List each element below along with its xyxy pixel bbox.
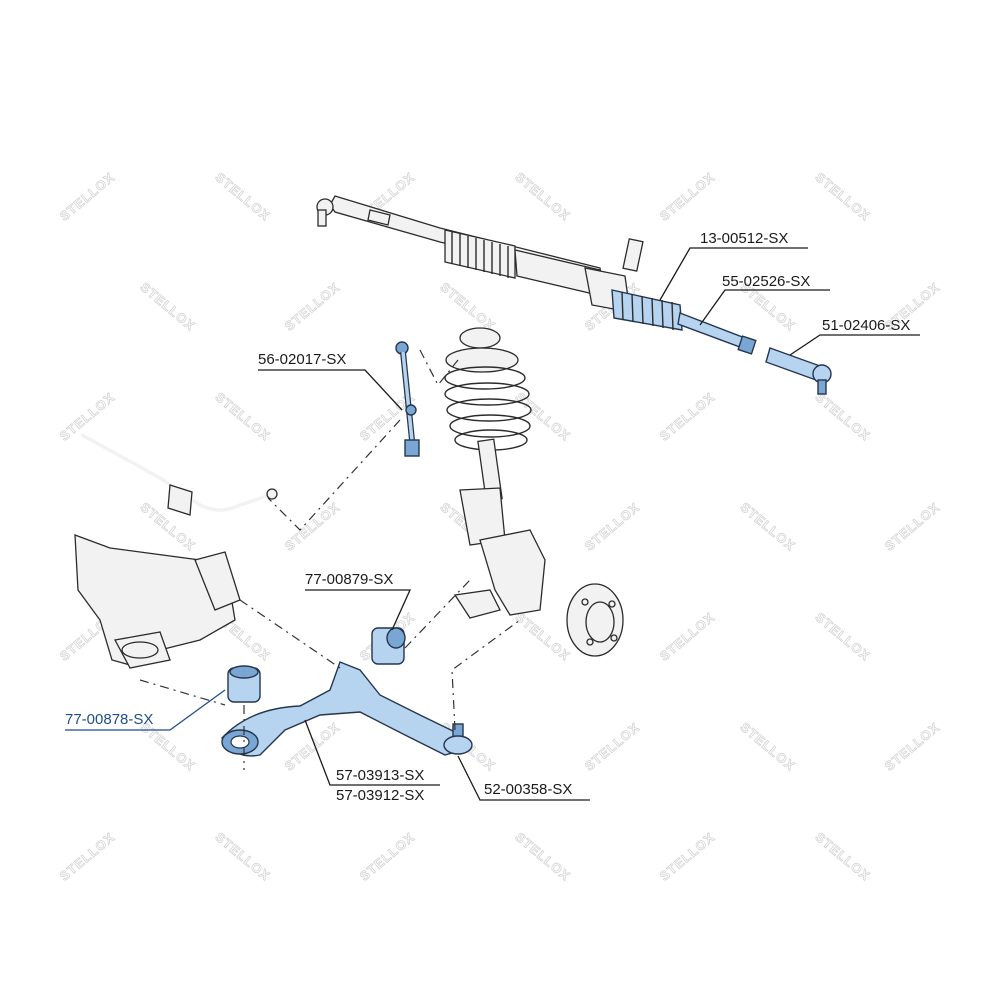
- callout-rear-bushing: 77-00879-SX: [305, 571, 393, 588]
- callout-outer-tie-rod-end: 51-02406-SX: [822, 317, 910, 334]
- tie-rod-boot: [611, 289, 683, 331]
- watermark-text: STELLOX: [212, 829, 273, 884]
- watermark-text: STELLOX: [137, 279, 198, 334]
- callout-inner-tie-rod: 55-02526-SX: [722, 273, 810, 290]
- watermark-text: STELLOX: [57, 829, 118, 884]
- watermark-text: STELLOX: [737, 499, 798, 554]
- assembly-lines: [139, 349, 521, 770]
- watermark-text: STELLOX: [582, 719, 643, 774]
- watermark-text: STELLOX: [657, 169, 718, 224]
- front-bushing: [227, 665, 261, 703]
- callout-control-arm-a: 57-03913-SX: [336, 767, 424, 784]
- callout-steering-rack: 13-00512-SX: [700, 230, 788, 247]
- callout-control-arm-b: 57-03912-SX: [336, 787, 424, 804]
- watermark-text: STELLOX: [212, 389, 273, 444]
- outer-tie-rod-end: [765, 347, 832, 395]
- subframe: [74, 534, 241, 669]
- watermark-text: STELLOX: [582, 499, 643, 554]
- rear-bushing: [371, 627, 406, 665]
- inner-tie-rod: [677, 312, 757, 355]
- watermark-text: STELLOX: [812, 829, 873, 884]
- callout-leaders: [65, 247, 920, 801]
- callout-ball-joint: 52-00358-SX: [484, 781, 572, 798]
- watermark-text: STELLOX: [882, 499, 943, 554]
- watermark-text: STELLOX: [812, 169, 873, 224]
- watermark-text: STELLOX: [812, 389, 873, 444]
- watermark-text: STELLOX: [357, 829, 418, 884]
- watermark-text: STELLOX: [57, 169, 118, 224]
- strut-assembly: [444, 327, 532, 546]
- watermark-text: STELLOX: [512, 169, 573, 224]
- stabilizer-bar: [81, 433, 278, 516]
- watermark-text: STELLOX: [737, 719, 798, 774]
- watermark-text: STELLOX: [657, 389, 718, 444]
- watermark-text: STELLOX: [657, 829, 718, 884]
- watermark-text: STELLOX: [437, 279, 498, 334]
- watermark-text: STELLOX: [657, 609, 718, 664]
- watermark-text: STELLOX: [512, 829, 573, 884]
- watermark-text: STELLOX: [212, 169, 273, 224]
- callout-labels: 13-00512-SX 55-02526-SX 51-02406-SX 56-0…: [65, 230, 910, 804]
- callout-stabilizer-link: 56-02017-SX: [258, 351, 346, 368]
- ball-joint: [443, 723, 473, 755]
- watermark-text: STELLOX: [57, 389, 118, 444]
- watermark-text: STELLOX: [812, 609, 873, 664]
- steering-rack: [316, 195, 644, 313]
- watermark-text: STELLOX: [882, 719, 943, 774]
- steering-knuckle: [453, 529, 624, 657]
- callout-front-bushing: 77-00878-SX: [65, 711, 153, 728]
- watermark-text: STELLOX: [512, 609, 573, 664]
- watermark-text: STELLOX: [282, 499, 343, 554]
- stabilizer-link: [395, 341, 420, 457]
- watermark-text: STELLOX: [282, 279, 343, 334]
- lower-control-arm: [221, 661, 463, 757]
